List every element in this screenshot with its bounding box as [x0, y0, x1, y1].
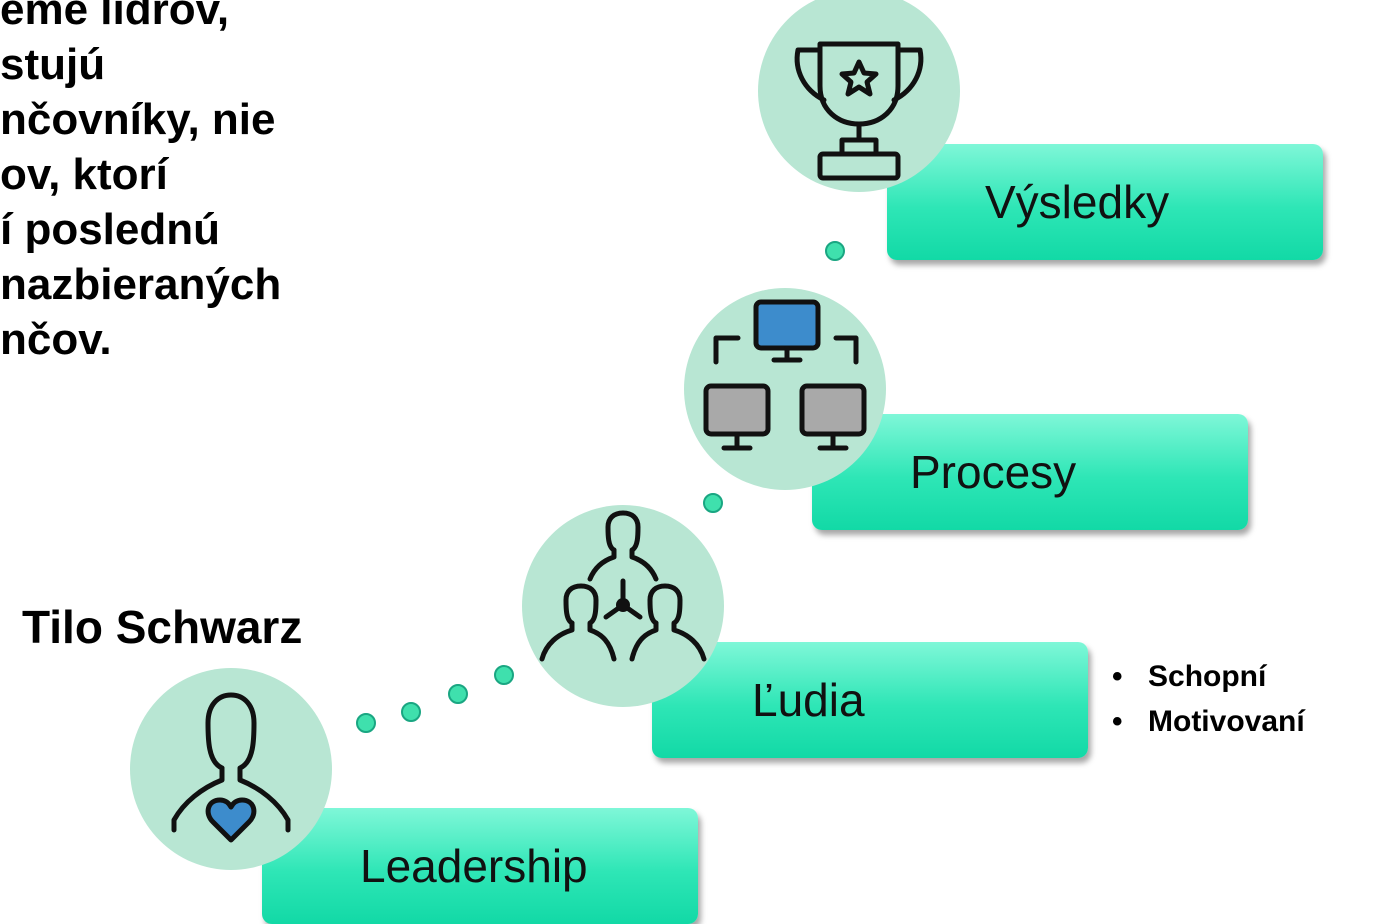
- leadership-circle: [130, 668, 332, 870]
- step-label: Procesy: [910, 446, 1077, 498]
- quote-line: í poslednú: [0, 205, 220, 254]
- quote-line: nčovníky, nie: [0, 95, 276, 144]
- quote-line: eme lídrov,: [0, 0, 230, 34]
- step-leadership: Leadership: [262, 808, 698, 924]
- step-label: Leadership: [360, 840, 588, 892]
- trophy-icon: [794, 41, 924, 181]
- step-vysledky: Výsledky: [887, 144, 1323, 260]
- quote-line: ov, ktorí: [0, 150, 168, 199]
- quote-line: nčov.: [0, 315, 112, 364]
- procesy-circle: [684, 288, 886, 490]
- quote-text: eme lídrov, stujú nčovníky, nie ov, ktor…: [0, 0, 420, 367]
- quote-author: Tilo Schwarz: [22, 601, 303, 653]
- bullet-text: Motivovaní: [1148, 705, 1305, 738]
- ludia-attributes-list: •Schopní •Motivovaní: [1112, 654, 1305, 744]
- vysledky-circle: [758, 0, 960, 192]
- bullet-text: Schopní: [1148, 660, 1267, 693]
- team-network-icon: [539, 510, 707, 662]
- connector-dot: [356, 713, 376, 733]
- step-procesy: Procesy: [812, 414, 1248, 530]
- computer-network-icon: [703, 299, 867, 451]
- connector-dot: [448, 684, 468, 704]
- step-ludia: Ľudia: [652, 642, 1088, 758]
- connector-dot: [494, 665, 514, 685]
- list-item: •Schopní: [1112, 660, 1267, 693]
- list-item: •Motivovaní: [1112, 705, 1305, 738]
- quote-line: stujú: [0, 40, 106, 89]
- quote-line: nazbieraných: [0, 260, 282, 309]
- connector-dot: [825, 241, 845, 261]
- ludia-circle: [522, 505, 724, 707]
- connector-dot: [401, 702, 421, 722]
- step-label: Ľudia: [752, 674, 865, 726]
- step-label: Výsledky: [985, 176, 1170, 228]
- connector-dot: [703, 493, 723, 513]
- person-heart-icon: [171, 692, 291, 843]
